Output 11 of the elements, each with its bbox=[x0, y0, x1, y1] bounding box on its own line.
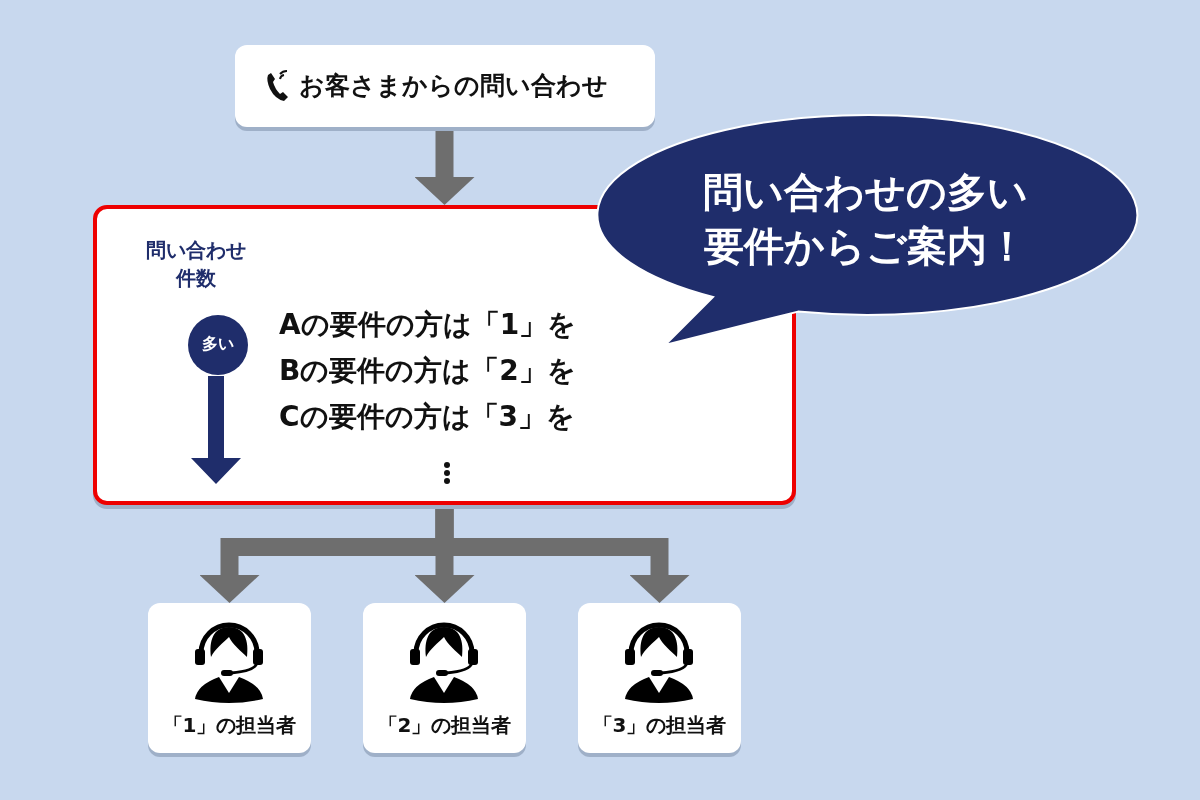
axis-title: 問い合わせ件数 bbox=[145, 237, 247, 292]
rule-text: Aの要件の方は「1」を bbox=[279, 307, 577, 343]
staff-label: 「3」の担当者 bbox=[591, 712, 728, 739]
rule-text: Cの要件の方は「3」を bbox=[279, 399, 576, 435]
rule-text: Bの要件の方は「2」を bbox=[279, 353, 576, 389]
circle-text: 多い bbox=[201, 333, 235, 355]
level-circle bbox=[188, 315, 248, 375]
box-text: お客さまからの問い合わせ bbox=[299, 70, 608, 102]
staff-label: 「1」の担当者 bbox=[161, 712, 298, 739]
staff-label: 「2」の担当者 bbox=[376, 712, 513, 739]
bubble-text: 問い合わせの多い要件からご案内！ bbox=[701, 168, 1029, 271]
